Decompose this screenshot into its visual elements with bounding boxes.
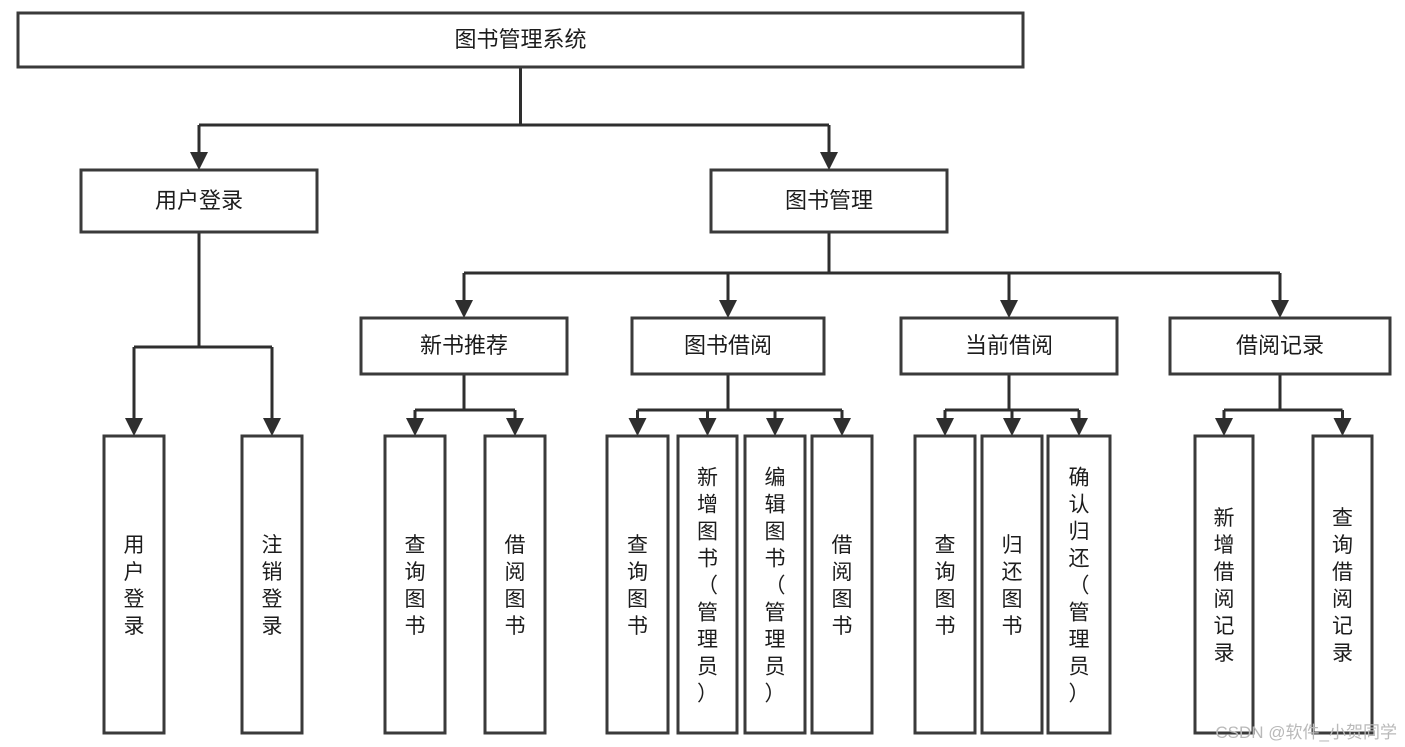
node-label-leaf-query-books-borrow: 查询图书 <box>627 534 648 638</box>
node-label-leaf-return-book: 归还图书 <box>1002 534 1023 638</box>
arrow-icon-leaf-logout <box>263 418 281 436</box>
node-book-management[interactable]: 图书管理 <box>709 168 949 234</box>
node-leaf-borrow-book[interactable]: 借阅图书 <box>810 434 874 735</box>
node-box-leaf-user-login[interactable] <box>102 434 166 735</box>
node-label-book-borrow: 图书借阅 <box>684 333 772 358</box>
node-box-leaf-add-book-admin[interactable] <box>676 434 739 735</box>
arrow-icon-leaf-query-books-recommend <box>406 418 424 436</box>
node-box-leaf-edit-book-admin[interactable] <box>743 434 807 735</box>
node-leaf-user-login[interactable]: 用户登录 <box>102 434 166 735</box>
node-box-leaf-query-books-recommend[interactable] <box>383 434 447 735</box>
node-leaf-query-books-borrow[interactable]: 查询图书 <box>605 434 670 735</box>
node-label-leaf-add-borrow-record: 新增借阅记录 <box>1214 507 1235 665</box>
arrow-icon-current-borrow <box>1000 300 1018 318</box>
node-user-login[interactable]: 用户登录 <box>79 168 319 234</box>
node-label-leaf-edit-book-admin: 编辑图书（管理员） <box>765 467 786 706</box>
node-box-leaf-query-borrow-record[interactable] <box>1311 434 1374 735</box>
node-leaf-add-book-admin[interactable]: 新增图书（管理员） <box>676 434 739 735</box>
node-label-leaf-user-login: 用户登录 <box>124 534 145 638</box>
node-label-borrow-records: 借阅记录 <box>1236 333 1324 358</box>
node-label-root: 图书管理系统 <box>454 27 586 52</box>
node-label-current-borrow: 当前借阅 <box>965 333 1053 358</box>
arrow-icon-leaf-edit-book-admin <box>766 418 784 436</box>
node-label-book-management: 图书管理 <box>785 188 873 213</box>
node-leaf-add-borrow-record[interactable]: 新增借阅记录 <box>1193 434 1255 735</box>
node-label-leaf-query-books-recommend: 查询图书 <box>405 534 426 638</box>
node-box-leaf-query-books-borrow[interactable] <box>605 434 670 735</box>
node-book-borrow[interactable]: 图书借阅 <box>630 316 826 376</box>
node-box-new-book-recommend[interactable] <box>359 316 569 376</box>
arrow-icon-user-login <box>190 152 208 170</box>
node-leaf-borrow-books-recommend[interactable]: 借阅图书 <box>483 434 547 735</box>
node-box-borrow-records[interactable] <box>1168 316 1392 376</box>
node-leaf-logout[interactable]: 注销登录 <box>240 434 304 735</box>
node-label-leaf-borrow-book: 借阅图书 <box>832 534 853 638</box>
node-box-leaf-logout[interactable] <box>240 434 304 735</box>
node-box-user-login[interactable] <box>79 168 319 234</box>
arrow-icon-leaf-add-borrow-record <box>1215 418 1233 436</box>
node-label-new-book-recommend: 新书推荐 <box>420 333 508 358</box>
node-current-borrow[interactable]: 当前借阅 <box>899 316 1119 376</box>
arrow-icon-new-book-recommend <box>455 300 473 318</box>
node-label-leaf-borrow-books-recommend: 借阅图书 <box>505 534 526 638</box>
arrow-icon-leaf-return-book <box>1003 418 1021 436</box>
node-leaf-return-book[interactable]: 归还图书 <box>980 434 1044 735</box>
node-box-current-borrow[interactable] <box>899 316 1119 376</box>
node-label-leaf-query-borrow-record: 查询借阅记录 <box>1332 507 1353 665</box>
node-box-leaf-add-borrow-record[interactable] <box>1193 434 1255 735</box>
node-label-leaf-confirm-return-admin: 确认归还（管理员） <box>1069 467 1090 706</box>
node-root[interactable]: 图书管理系统 <box>16 11 1025 69</box>
node-label-leaf-add-book-admin: 新增图书（管理员） <box>697 467 718 706</box>
arrow-icon-borrow-records <box>1271 300 1289 318</box>
node-box-leaf-query-books-current[interactable] <box>913 434 977 735</box>
node-label-leaf-logout: 注销登录 <box>262 534 283 638</box>
node-borrow-records[interactable]: 借阅记录 <box>1168 316 1392 376</box>
arrow-icon-leaf-query-books-borrow <box>628 418 647 436</box>
arrow-icon-book-borrow <box>719 300 737 318</box>
node-box-leaf-borrow-book[interactable] <box>810 434 874 735</box>
arrow-icon-leaf-query-books-current <box>936 418 954 436</box>
node-leaf-query-borrow-record[interactable]: 查询借阅记录 <box>1311 434 1374 735</box>
node-box-book-management[interactable] <box>709 168 949 234</box>
node-new-book-recommend[interactable]: 新书推荐 <box>359 316 569 376</box>
node-box-leaf-confirm-return-admin[interactable] <box>1046 434 1112 735</box>
node-leaf-query-books-current[interactable]: 查询图书 <box>913 434 977 735</box>
arrow-icon-leaf-confirm-return-admin <box>1070 418 1088 436</box>
arrow-icon-book-management <box>820 152 838 170</box>
arrow-icon-leaf-borrow-books-recommend <box>506 418 524 436</box>
node-leaf-confirm-return-admin[interactable]: 确认归还（管理员） <box>1046 434 1112 735</box>
node-leaf-query-books-recommend[interactable]: 查询图书 <box>383 434 447 735</box>
node-label-leaf-query-books-current: 查询图书 <box>935 534 956 638</box>
node-box-leaf-return-book[interactable] <box>980 434 1044 735</box>
node-leaf-edit-book-admin[interactable]: 编辑图书（管理员） <box>743 434 807 735</box>
connectors-layer <box>125 67 1352 436</box>
arrow-icon-leaf-user-login <box>125 418 143 436</box>
node-box-leaf-borrow-books-recommend[interactable] <box>483 434 547 735</box>
node-box-book-borrow[interactable] <box>630 316 826 376</box>
watermark-text: CSDN @软件_小贺同学 <box>1215 723 1397 742</box>
arrow-icon-leaf-query-borrow-record <box>1333 418 1352 436</box>
arrow-icon-leaf-add-book-admin <box>698 418 717 436</box>
node-label-user-login: 用户登录 <box>155 188 243 213</box>
node-box-root[interactable] <box>16 11 1025 69</box>
arrow-icon-leaf-borrow-book <box>833 418 851 436</box>
nodes-layer: 图书管理系统用户登录图书管理新书推荐图书借阅当前借阅借阅记录用户登录注销登录查询… <box>16 11 1392 735</box>
